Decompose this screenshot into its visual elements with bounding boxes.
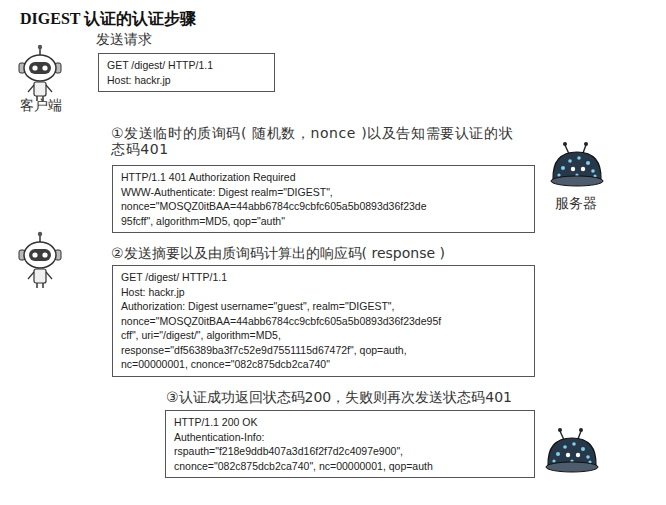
actor-label: 客户端 xyxy=(20,97,62,115)
message-line: Authentication-Info: xyxy=(174,430,264,445)
message-line: HTTP/1.1 200 OK xyxy=(174,415,257,430)
step-heading: ①发送临时的质询码( 随机数，nonce )以及告知需要认证的状态码401 xyxy=(111,125,521,157)
step-heading: ③认证成功返回状态码200，失败则再次发送状态码401 xyxy=(166,389,512,405)
message-line: Authorization: Digest username="guest", … xyxy=(121,299,394,314)
actor-label: 服务器 xyxy=(555,195,597,213)
message-line: response="df56389ba3f7c52e9d7551115d6747… xyxy=(121,343,407,358)
message-line: nonce="MOSQZ0itBAA=44abb6784cc9cbfc605a5… xyxy=(121,314,441,329)
step-heading: ②发送摘要以及由质询码计算出的响应码( response ) xyxy=(111,245,445,261)
message-line: WWW-Authenticate: Digest realm="DIGEST", xyxy=(121,185,333,200)
message-line: Host: hackr.jp xyxy=(107,73,171,88)
message-box: ②发送摘要以及由质询码计算出的响应码( response )GET /diges… xyxy=(112,265,535,377)
message-box: 发送请求GET /digest/ HTTP/1.1Host: hackr.jp xyxy=(98,53,275,92)
message-line: Host: hackr.jp xyxy=(121,285,185,300)
message-box: ①发送临时的质询码( 随机数，nonce )以及告知需要认证的状态码401HTT… xyxy=(112,165,535,233)
message-line: cnonce="082c875dcb2ca740", nc=00000001, … xyxy=(174,459,433,474)
message-line: GET /digest/ HTTP/1.1 xyxy=(121,270,227,285)
server-robot xyxy=(546,428,598,472)
message-line: nonce="MOSQZ0itBAA=44abb6784cc9cbfc605a5… xyxy=(121,199,427,214)
message-line: HTTP/1.1 401 Authorization Required xyxy=(121,170,296,185)
message-line: rspauth="f218e9ddb407a3d16f2f7d2c4097e90… xyxy=(174,444,403,459)
step-heading: 发送请求 xyxy=(96,31,152,47)
message-line: 95fcff", algorithm=MD5, qop="auth" xyxy=(121,214,285,229)
message-line: cff", uri="/digest/", algorithm=MD5, xyxy=(121,328,281,343)
message-line: nc=00000001, cnonce="082c875dcb2ca740" xyxy=(121,357,330,372)
server-robot xyxy=(551,142,603,186)
client-robot xyxy=(19,45,61,101)
client-robot xyxy=(19,232,61,288)
diagram-title: DIGEST 认证的认证步骤 xyxy=(20,9,196,30)
message-box: ③认证成功返回状态码200，失败则再次发送状态码401HTTP/1.1 200 … xyxy=(165,410,535,478)
message-line: GET /digest/ HTTP/1.1 xyxy=(107,58,213,73)
